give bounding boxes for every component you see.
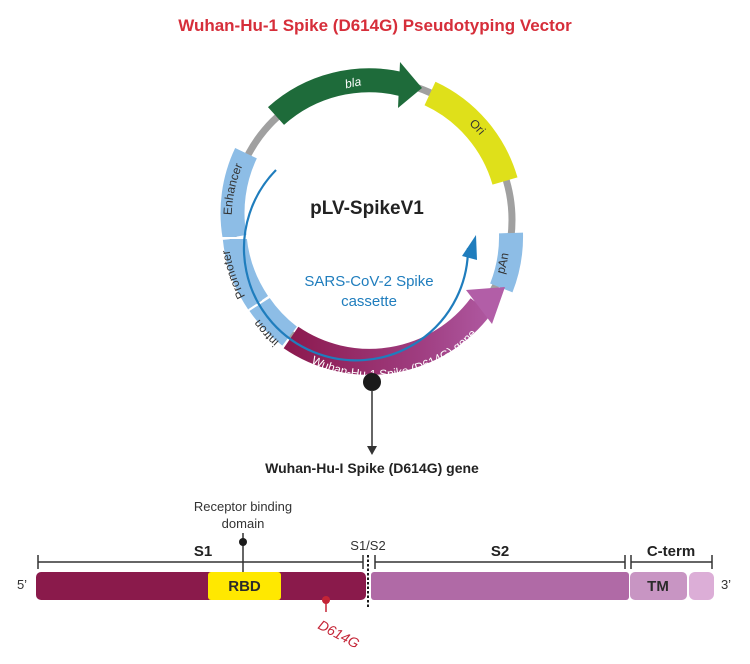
plasmid-name: pLV-SpikeV1: [310, 198, 424, 219]
plasmid-map: bla Ori Enhancer Promoter intron Wuhan-H…: [219, 62, 524, 455]
bla-label: bla: [343, 74, 362, 91]
connector-arrow-head: [367, 446, 377, 455]
cassette-arrow: [242, 169, 470, 362]
s2-bracket: [374, 555, 626, 569]
three-prime-label: 3’: [721, 577, 731, 592]
s2-label: S2: [491, 543, 509, 560]
gene-map-title: Wuhan-Hu-I Spike (D614G) gene: [265, 460, 479, 476]
tm-label: TM: [647, 578, 669, 595]
s2-bar: [371, 572, 629, 600]
figure-title: Wuhan-Hu-1 Spike (D614G) Pseudotyping Ve…: [178, 16, 572, 35]
c-end-bar: [689, 572, 714, 600]
cterm-label: C-term: [647, 543, 695, 560]
mutation-label: D614G: [316, 617, 363, 652]
rbd-note-line2: domain: [222, 516, 265, 531]
rbd-note-line1: Receptor binding: [194, 499, 292, 514]
s1-bracket: [37, 555, 364, 569]
cassette-arrow-head: [462, 235, 477, 260]
bla-arrow-head: [398, 62, 422, 108]
pan-segment: [490, 232, 524, 293]
ori-segment: [424, 81, 518, 185]
five-prime-label: 5’: [17, 577, 27, 592]
rbd-box: [208, 572, 281, 600]
gene-map: Wuhan-Hu-I Spike (D614G) gene Receptor b…: [17, 460, 731, 652]
s1-label: S1: [194, 543, 212, 560]
pan-label: pAn: [493, 252, 511, 276]
rbd-label: RBD: [228, 578, 261, 595]
enhancer-segment: [220, 148, 257, 240]
cterm-bracket: [630, 555, 713, 569]
cassette-label-line2: cassette: [341, 293, 397, 310]
tm-bar: [630, 572, 687, 600]
bla-arrow-body: [267, 68, 406, 126]
spike-arrow-body: [283, 298, 492, 375]
rbd-pointer-dot: [239, 538, 247, 546]
connector-dot: [363, 373, 381, 391]
spike-arrow-head: [466, 287, 505, 324]
s1s2-label: S1/S2: [350, 538, 385, 553]
s1-bar: [36, 572, 366, 600]
cassette-label-line1: SARS-CoV-2 Spike: [304, 273, 433, 290]
